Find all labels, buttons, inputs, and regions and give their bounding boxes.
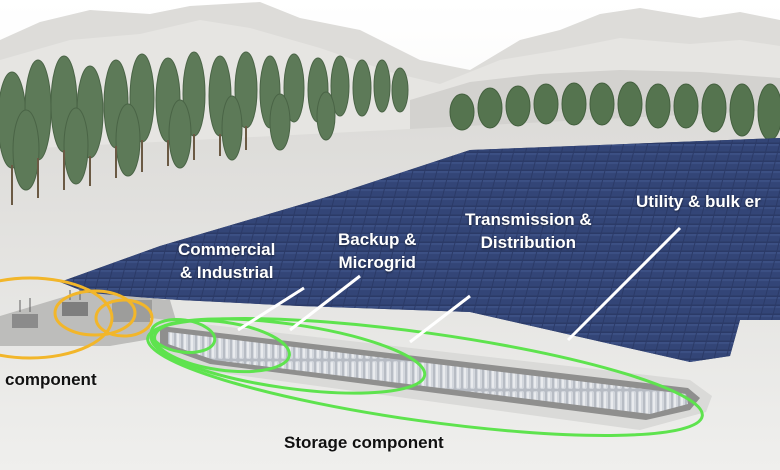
label-pointer-lines — [237, 226, 682, 344]
label-commercial-industrial: Commercial & Industrial — [178, 238, 275, 284]
label-storage-component: Storage component — [284, 433, 444, 452]
label-component: component — [5, 370, 97, 389]
label-transmission-line2: Distribution — [480, 233, 576, 252]
label-backup-line2: Microgrid — [338, 253, 416, 272]
label-commercial-line1: Commercial — [178, 240, 276, 259]
label-backup-microgrid: Backup & Microgrid — [338, 228, 416, 274]
label-transmission-line1: Transmission & — [465, 210, 592, 229]
storage-scale-rings — [146, 317, 704, 437]
storage-trench — [150, 318, 712, 430]
substation-pad — [0, 288, 180, 346]
label-utility-bulk: Utility & bulk er — [636, 192, 761, 211]
tree-grove-right — [449, 81, 780, 141]
label-transmission-distribution: Transmission & Distribution — [465, 208, 592, 254]
label-backup-line1: Backup & — [338, 230, 417, 249]
component-highlight-rings — [0, 276, 154, 360]
tree-grove-left — [0, 51, 409, 191]
label-commercial-line2: & Industrial — [179, 263, 274, 282]
tree-trunks-left — [11, 126, 247, 205]
